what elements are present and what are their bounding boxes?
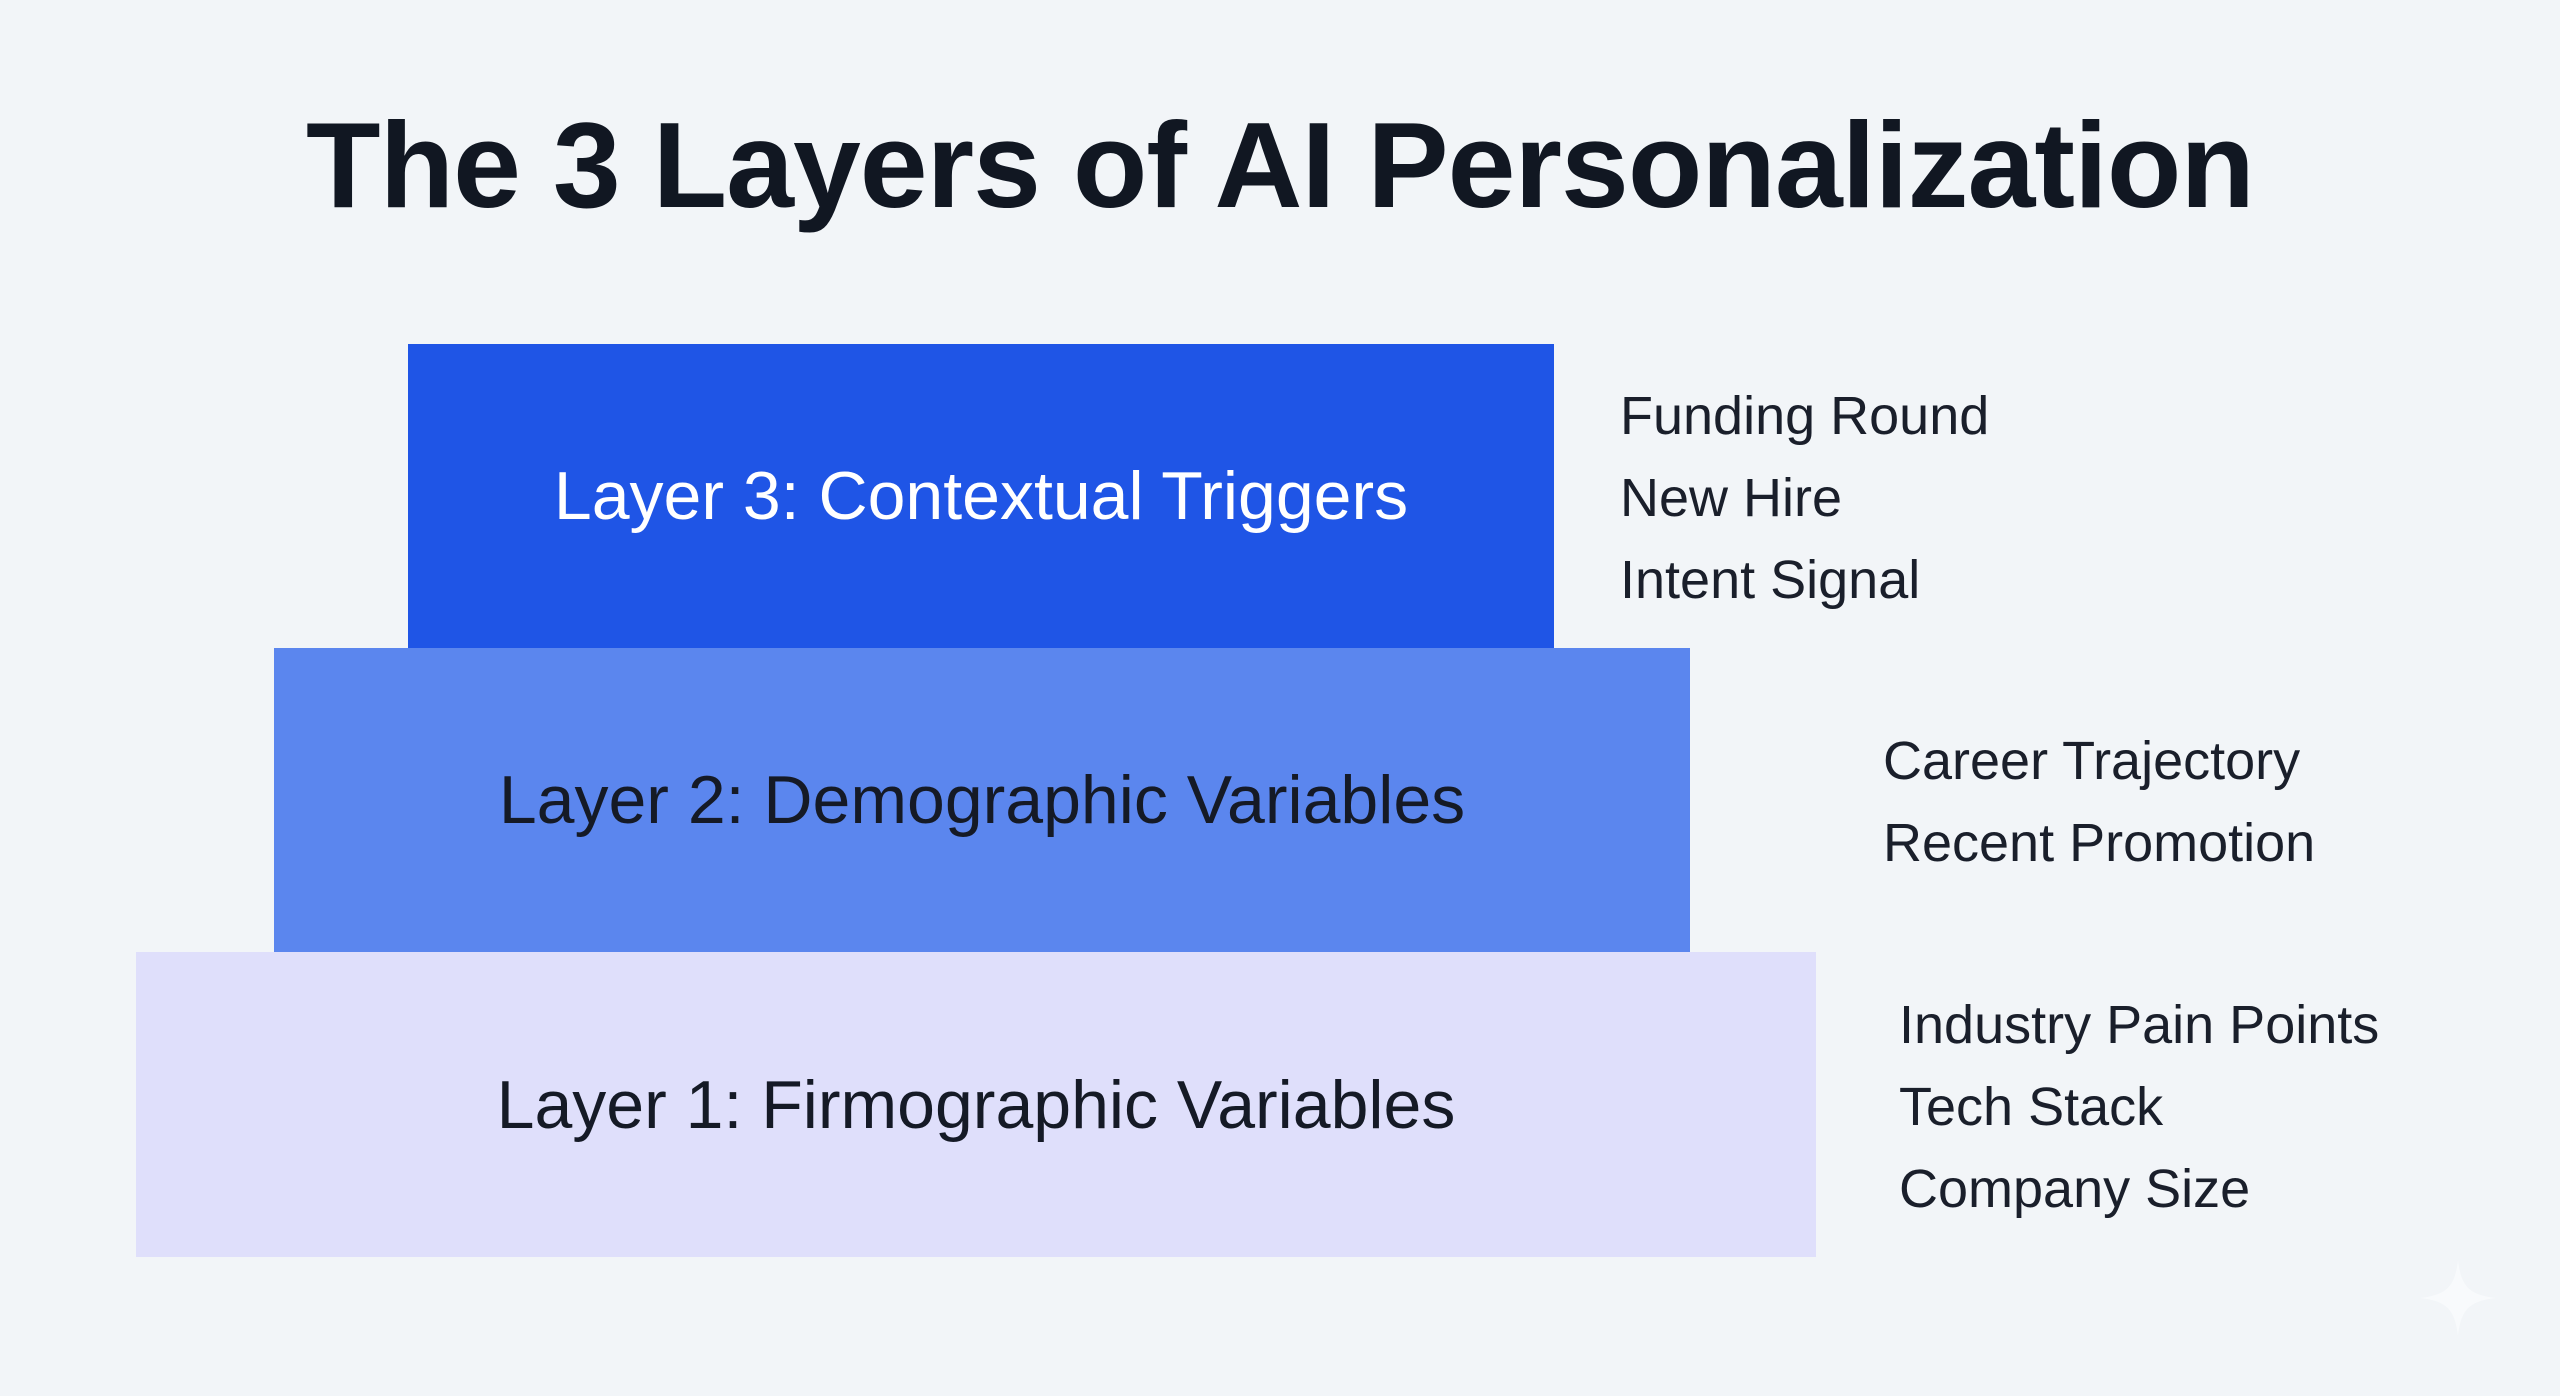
detail-item: Tech Stack: [1899, 1077, 2164, 1137]
layer-2-label: Layer 2: Demographic Variables: [498, 762, 1466, 838]
detail-item: Career Trajectory: [1883, 731, 2301, 791]
layer-1-details: Industry Pain Points Tech Stack Company …: [1899, 984, 2379, 1230]
detail-item: Intent Signal: [1620, 550, 1921, 610]
layer-3-label: Layer 3: Contextual Triggers: [553, 458, 1409, 534]
page-title: The 3 Layers of AI Personalization: [306, 97, 2255, 233]
layer-1-label: Layer 1: Firmographic Variables: [496, 1066, 1456, 1143]
layer-3-details: Funding Round New Hire Intent Signal: [1620, 375, 1989, 621]
sparkle-icon: [2420, 1260, 2496, 1336]
layer-2-block: Layer 2: Demographic Variables: [274, 648, 1690, 952]
detail-item: Recent Promotion: [1883, 813, 2316, 873]
layer-3-block: Layer 3: Contextual Triggers: [408, 344, 1554, 648]
detail-item: Funding Round: [1620, 386, 1990, 446]
detail-item: New Hire: [1620, 468, 1843, 528]
detail-item: Industry Pain Points: [1899, 995, 2380, 1055]
detail-item: Company Size: [1899, 1159, 2251, 1219]
layer-1-block: Layer 1: Firmographic Variables: [136, 952, 1816, 1257]
layer-2-details: Career Trajectory Recent Promotion: [1883, 720, 2315, 884]
